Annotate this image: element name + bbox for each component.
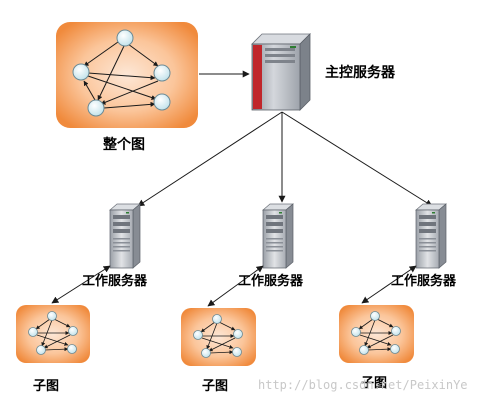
worker-server-tower-icon [262,203,294,269]
subgraph-panel [16,305,90,363]
arrows-worker-subgraph [51,265,417,307]
subgraph-panel [339,305,414,363]
subgraph-label: 子图 [202,379,229,394]
worker-server-label: 工作服务器 [82,274,148,289]
subgraph-panel [181,308,256,366]
arrows-master-to-workers [137,111,433,207]
worker-server-tower-icon [109,203,141,269]
worker-server-label: 工作服务器 [238,274,304,289]
master-server-label: 主控服务器 [325,65,395,81]
worker-server-label: 工作服务器 [391,274,457,289]
subgraph-label: 子图 [33,379,60,394]
watermark-url: http://blog.csdn.net/PeixinYe [258,378,468,392]
whole-graph-label: 整个图 [103,137,145,153]
master-server-tower-icon [251,33,311,111]
subgraph-label: 子图 [361,376,388,391]
whole-graph-panel [56,22,198,128]
worker-server-tower-icon [415,203,447,269]
